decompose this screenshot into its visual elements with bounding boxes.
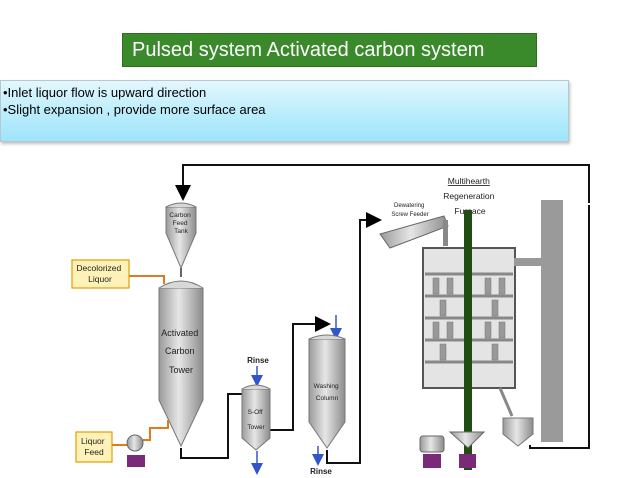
process-diagram: Carbon Feed Tank Decolorized Liquor Acti…: [71, 164, 590, 476]
svg-text:Carbon Feed Tank: Carbon Feed Tank: [169, 212, 192, 235]
dewatering-screw-feeder: Dewatering Screw Feeder: [379, 203, 449, 249]
s-off-tower: S-Off Tower: [241, 384, 271, 451]
carbon-return-line: [175, 164, 590, 203]
svg-text:Dewatering Screw Feeder: Dewatering Screw Feeder: [391, 203, 428, 218]
tower-label: Tower: [169, 365, 193, 375]
svg-text:S-Off Tower: S-Off Tower: [247, 409, 265, 431]
feed-tank-label: Carbon: [169, 212, 191, 219]
bullet-box: •Inlet liquor flow is upward direction •…: [0, 80, 569, 142]
bullet-item: •Inlet liquor flow is upward direction: [3, 85, 207, 100]
feed-tank-label: Tank: [174, 228, 188, 235]
feed-tank-label: Feed: [173, 220, 188, 227]
decolorized-liquor-box: Decolorized Liquor: [71, 259, 130, 289]
tower-label: Carbon: [165, 346, 195, 356]
furnace-label: Regeneration: [443, 191, 494, 201]
washing-label: Washing: [314, 383, 339, 390]
furnace-label: Multihearth: [448, 176, 490, 186]
washing-label: Column: [316, 395, 339, 402]
liquor-feed-label: Liquor: [81, 436, 105, 446]
svg-text:Liquor Feed: Liquor Feed: [81, 436, 107, 457]
decolorized-label: Decolorized: [76, 263, 121, 273]
carbon-feed-tank: Carbon Feed Tank: [165, 202, 197, 277]
liquor-feed-box: Liquor Feed: [75, 431, 113, 463]
svg-text:Activated Carbon T: Activated Carbon Tower: [161, 328, 201, 375]
s-off-label: S-Off: [248, 409, 263, 416]
liquor-feed-pump: [112, 420, 169, 467]
quench-tank: [498, 387, 534, 447]
dewatering-label: Screw Feeder: [391, 212, 428, 218]
rinse-label-top: Rinse: [247, 356, 269, 365]
furnace-drive-motor: [419, 431, 486, 468]
tower-label: Activated: [161, 328, 198, 338]
liquor-feed-label: Feed: [84, 447, 104, 457]
washing-column: Washing Column: [308, 334, 346, 449]
bullet-item: •Slight expansion , provide more surface…: [3, 101, 266, 117]
rinse-label-bottom: Rinse: [310, 467, 332, 476]
dewatering-label: Dewatering: [394, 203, 424, 209]
activated-carbon-tower: Activated Carbon Tower: [158, 280, 204, 448]
s-off-label: Tower: [247, 424, 265, 431]
decolorized-liquor-line: [129, 275, 165, 284]
slide-title: Pulsed system Activated carbon system: [122, 33, 537, 67]
svg-text:Washing Column: Washing Column: [314, 383, 341, 402]
decolorized-label: Liquor: [88, 274, 112, 284]
svg-text:Decolorized Liquor: Decolorized Liquor: [76, 263, 123, 284]
multihearth-furnace: [422, 210, 544, 470]
exhaust-stack: [541, 200, 563, 442]
